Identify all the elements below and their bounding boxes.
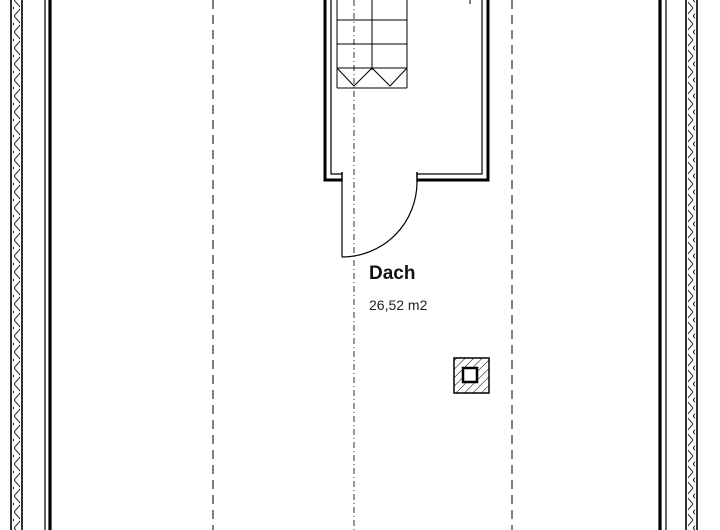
- room-name: Dach: [369, 263, 416, 284]
- right-exterior-wall: [658, 0, 698, 530]
- door-swing-icon: [341, 181, 418, 258]
- stair-enclosure: [323, 0, 490, 182]
- chimney-icon: [453, 357, 490, 394]
- left-exterior-wall: [10, 0, 52, 530]
- roof-slope-lines: [212, 0, 513, 530]
- room-area: 26,52 m2: [369, 297, 428, 313]
- stair-icon: [336, 0, 471, 89]
